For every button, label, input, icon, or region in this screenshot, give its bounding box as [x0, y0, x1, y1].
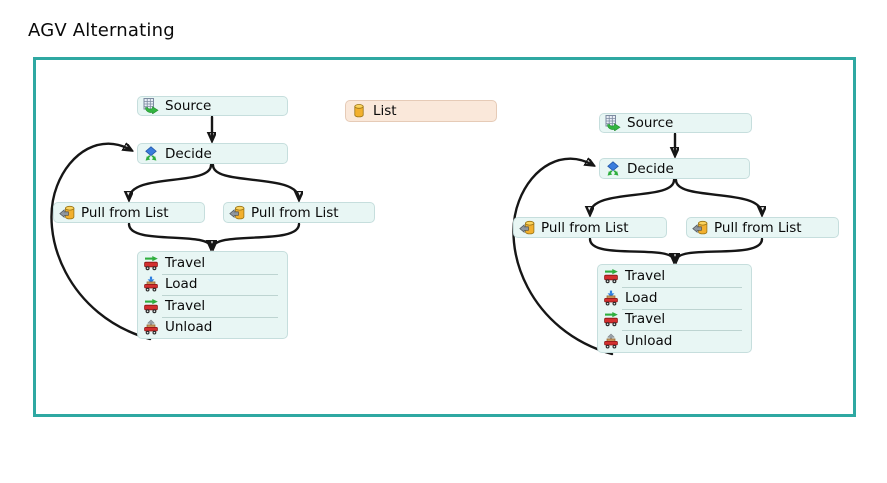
activity-label: Pull from List [81, 204, 169, 221]
activity-label: Source [165, 98, 212, 114]
activity-label: Pull from List [541, 219, 629, 236]
load-icon [603, 289, 619, 306]
activity-label: Travel [165, 254, 206, 271]
pull-from-list-icon [229, 205, 245, 219]
activity-pull-from-list-right-1[interactable]: Pull from List [513, 217, 667, 238]
activity-stack-right[interactable]: Travel Load Travel Unload [597, 264, 752, 353]
activity-list[interactable]: List [345, 100, 497, 122]
source-icon [143, 98, 159, 114]
travel-icon [143, 297, 159, 314]
activity-decide-left[interactable]: Decide [137, 143, 288, 164]
unload-icon [143, 319, 159, 336]
decide-icon [606, 160, 620, 177]
activity-label: Unload [165, 319, 213, 336]
list-icon [354, 104, 364, 118]
activity-travel[interactable]: Travel [138, 252, 287, 274]
activity-label: Travel [625, 267, 666, 284]
activity-label: Load [625, 289, 658, 306]
load-icon [143, 276, 159, 293]
activity-label: Travel [165, 297, 206, 314]
container-frame[interactable] [33, 57, 856, 417]
activity-label: Unload [625, 333, 673, 350]
activity-stack-left[interactable]: Travel Load Travel Unload [137, 251, 288, 339]
activity-label: Pull from List [714, 219, 802, 236]
travel-icon [603, 311, 619, 328]
activity-label: Load [165, 276, 198, 293]
activity-decide-right[interactable]: Decide [599, 158, 750, 179]
travel-icon [143, 254, 159, 271]
activity-pull-from-list-left-1[interactable]: Pull from List [53, 202, 205, 223]
activity-pull-from-list-left-2[interactable]: Pull from List [223, 202, 375, 223]
activity-load[interactable]: Load [138, 273, 287, 296]
activity-label: Travel [625, 311, 666, 328]
activity-label: Decide [627, 160, 674, 177]
activity-travel[interactable]: Travel [598, 265, 751, 287]
source-icon [605, 115, 621, 131]
activity-label: Pull from List [251, 204, 339, 221]
activity-unload[interactable]: Unload [598, 330, 751, 352]
activity-travel[interactable]: Travel [138, 295, 287, 317]
activity-label: List [373, 103, 397, 119]
decide-icon [144, 145, 158, 162]
activity-unload[interactable]: Unload [138, 316, 287, 339]
activity-source-right[interactable]: Source [599, 113, 752, 133]
activity-pull-from-list-right-2[interactable]: Pull from List [686, 217, 839, 238]
activity-travel[interactable]: Travel [598, 308, 751, 331]
activity-source-left[interactable]: Source [137, 96, 288, 116]
pull-from-list-icon [692, 220, 708, 234]
page-title: AGV Alternating [28, 20, 175, 41]
travel-icon [603, 267, 619, 284]
activity-label: Source [627, 115, 674, 131]
activity-label: Decide [165, 145, 212, 162]
pull-from-list-icon [519, 220, 535, 234]
activity-load[interactable]: Load [598, 286, 751, 309]
pull-from-list-icon [59, 205, 75, 219]
unload-icon [603, 333, 619, 350]
